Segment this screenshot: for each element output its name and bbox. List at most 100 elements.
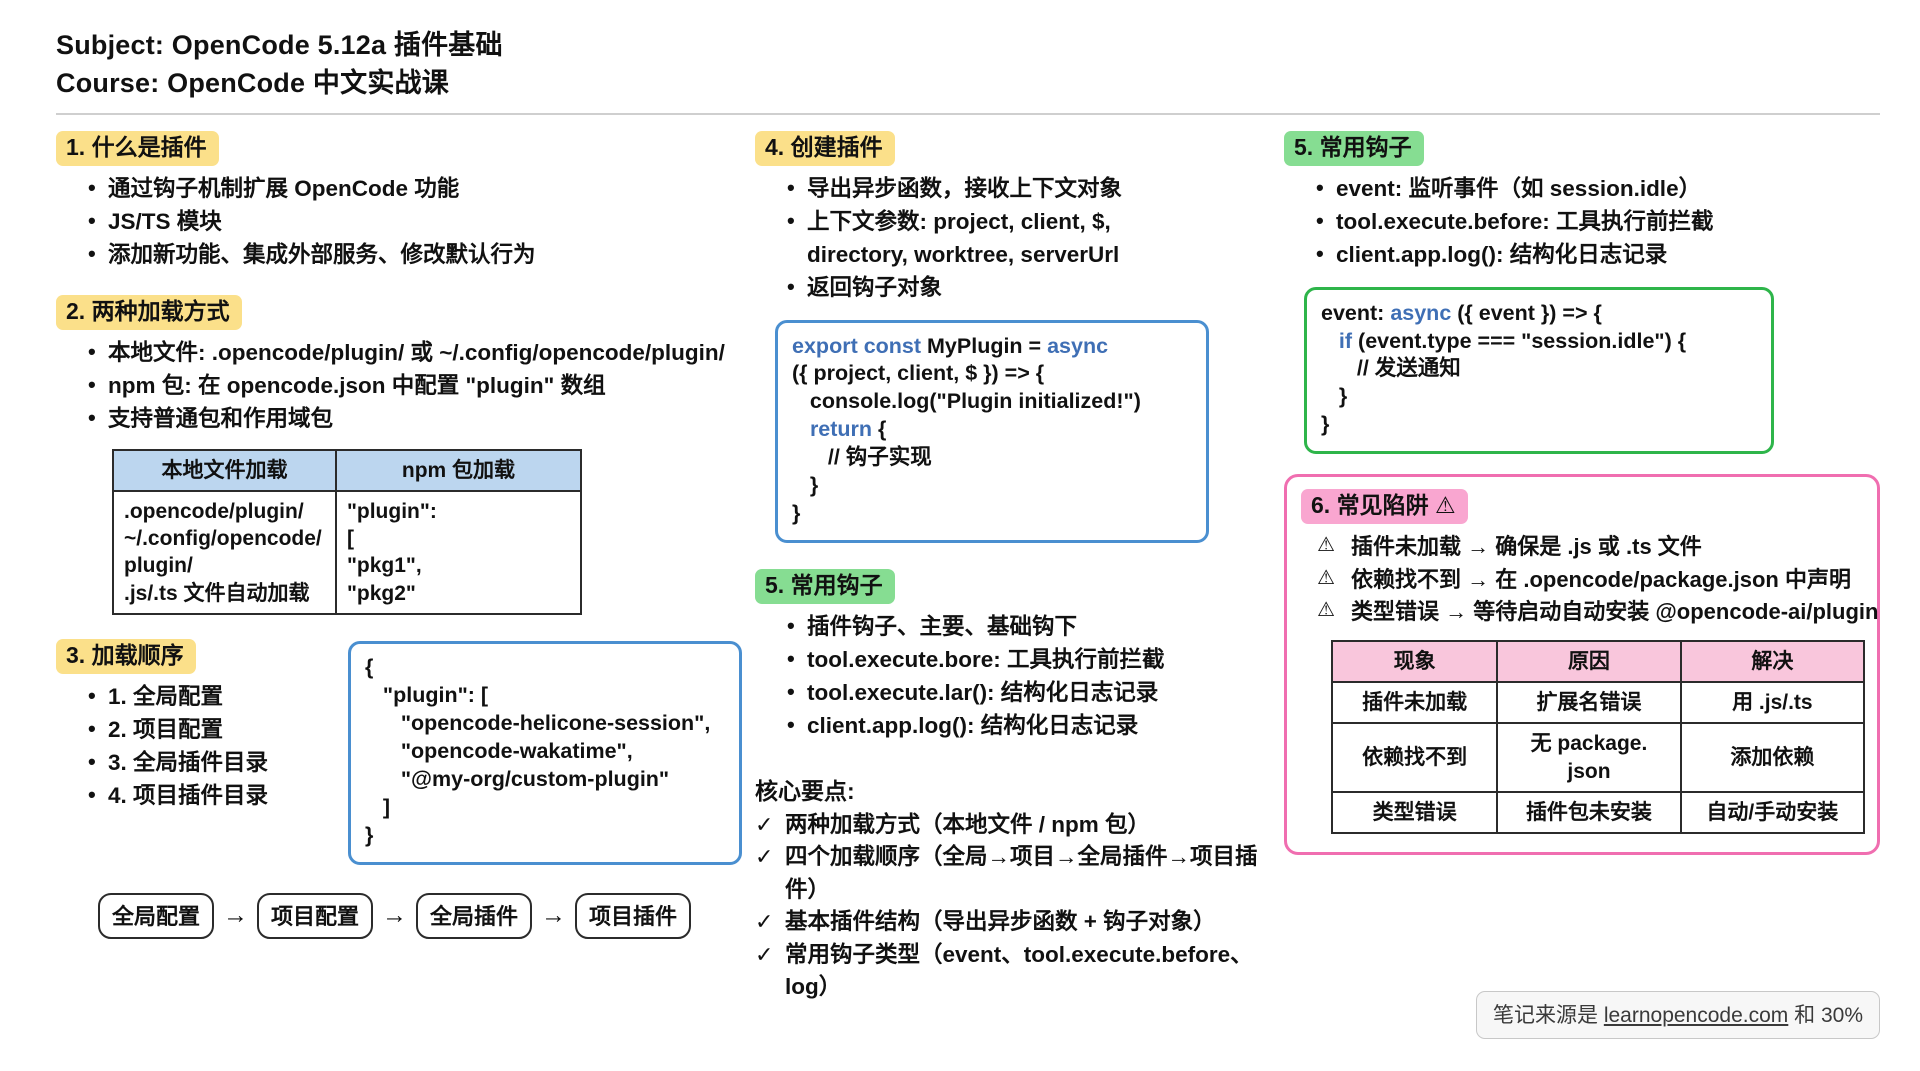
section-3-bullets: 1. 全局配置 2. 项目配置 3. 全局插件目录 4. 项目插件目录 bbox=[86, 680, 348, 812]
section-4: 4. 创建插件 导出异步函数，接收上下文对象 上下文参数: project, c… bbox=[755, 130, 1284, 544]
table-row: .opencode/plugin/ ~/.config/opencode/ pl… bbox=[112, 489, 583, 616]
list-item: 4. 项目插件目录 bbox=[86, 779, 348, 812]
table-cell: 无 package. json bbox=[1496, 722, 1682, 793]
flow-arrow-icon: → bbox=[541, 901, 567, 930]
key-points-title: 核心要点: bbox=[755, 777, 855, 804]
list-item: 常用钩子类型（event、tool.execute.before、log） bbox=[755, 939, 1284, 1004]
section-1: 1. 什么是插件 通过钩子机制扩展 OpenCode 功能 JS/TS 模块 添… bbox=[56, 130, 755, 271]
header-subject: Subject: OpenCode 5.12a 插件基础 bbox=[56, 30, 503, 60]
flow-node-project-plugin: 项目插件 bbox=[575, 892, 692, 939]
list-item: 3. 全局插件目录 bbox=[86, 746, 348, 779]
table-row: 插件未加载 扩展名错误 用 .js/.ts bbox=[1330, 681, 1866, 725]
header-divider bbox=[56, 112, 1880, 115]
code-keyword: return bbox=[809, 417, 879, 442]
table-cell: 添加依赖 bbox=[1679, 722, 1866, 793]
list-item: JS/TS 模块 bbox=[86, 205, 755, 238]
list-item: 上下文参数: project, client, $, bbox=[785, 205, 1284, 238]
table-header-row: 本地文件加载 npm 包加载 bbox=[112, 448, 583, 492]
warning-text: 类型错误 → 等待启动自动安装 @opencode-ai/plugin bbox=[1351, 598, 1879, 624]
list-item: 导出异步函数，接收上下文对象 bbox=[785, 172, 1284, 205]
section-6-title: 6. 常见陷阱 ⚠ bbox=[1301, 489, 1468, 525]
table-cell: 用 .js/.ts bbox=[1679, 681, 1866, 725]
code-keyword: if bbox=[1338, 328, 1353, 353]
warning-icon: ⚠ bbox=[1317, 566, 1335, 589]
code-keyword: async bbox=[1390, 300, 1452, 325]
list-item: event: 监听事件（如 session.idle） bbox=[1314, 172, 1880, 205]
table-header-cell: 原因 bbox=[1496, 639, 1682, 684]
column-right: 5. 常用钩子 event: 监听事件（如 session.idle） tool… bbox=[1284, 130, 1880, 1004]
warning-text: 插件未加载 → 确保是 .js 或 .ts 文件 bbox=[1351, 534, 1702, 560]
list-item: 1. 全局配置 bbox=[86, 680, 348, 713]
table-header-cell: 本地文件加载 bbox=[112, 448, 337, 492]
list-item: tool.execute.before: 工具执行前拦截 bbox=[1314, 205, 1880, 238]
header-course: Course: OpenCode 中文实战课 bbox=[56, 68, 449, 99]
loading-methods-table: 本地文件加载 npm 包加载 .opencode/plugin/ ~/.conf… bbox=[112, 448, 583, 616]
source-note-prefix: 笔记来源是 bbox=[1492, 1004, 1604, 1027]
section-5-right-bullets: event: 监听事件（如 session.idle） tool.execute… bbox=[1314, 172, 1880, 271]
table-cell: "plugin": [ "pkg1", "pkg2" bbox=[334, 489, 583, 616]
source-note: 笔记来源是 learnopencode.com 和 30% bbox=[1475, 991, 1880, 1039]
key-points: 核心要点: 两种加载方式（本地文件 / npm 包） 四个加载顺序（全局→项目→… bbox=[755, 772, 1284, 1003]
table-cell: .opencode/plugin/ ~/.config/opencode/ pl… bbox=[112, 489, 337, 616]
section-2-title: 2. 两种加载方式 bbox=[56, 294, 242, 330]
source-note-suffix: 和 30% bbox=[1788, 1004, 1863, 1027]
warning-icon: ⚠ bbox=[1317, 534, 1335, 557]
flow-node-project-config: 项目配置 bbox=[257, 892, 374, 939]
columns: 1. 什么是插件 通过钩子机制扩展 OpenCode 功能 JS/TS 模块 添… bbox=[56, 130, 1880, 1004]
section-1-title: 1. 什么是插件 bbox=[56, 130, 219, 166]
flow-node-global-config: 全局配置 bbox=[98, 892, 215, 939]
table-header-cell: npm 包加载 bbox=[334, 448, 583, 492]
list-item: 四个加载顺序（全局→项目→全局插件→项目插件） bbox=[755, 841, 1284, 906]
section-6-warnings: ⚠ 插件未加载 → 确保是 .js 或 .ts 文件 ⚠ 依赖找不到 → 在 .op… bbox=[1317, 531, 1878, 628]
list-item: ⚠ 依赖找不到 → 在 .opencode/package.json 中声明 bbox=[1317, 564, 1861, 596]
plugin-json-code-block: { "plugin": [ "opencode-helicone-session… bbox=[348, 641, 742, 865]
source-link[interactable]: learnopencode.com bbox=[1603, 1004, 1789, 1027]
list-item: npm 包: 在 opencode.json 中配置 "plugin" 数组 bbox=[86, 369, 755, 402]
flow-arrow-icon: → bbox=[223, 901, 249, 930]
list-item: 通过钩子机制扩展 OpenCode 功能 bbox=[86, 172, 755, 205]
load-order-flow: 全局配置 → 项目配置 → 全局插件 → 项目插件 bbox=[98, 892, 755, 939]
table-cell: 插件未加载 bbox=[1330, 681, 1499, 725]
table-row: 依赖找不到 无 package. json 添加依赖 bbox=[1330, 722, 1866, 793]
list-item-continuation: directory, worktree, serverUrl bbox=[807, 241, 1120, 267]
list-item: 本地文件: .opencode/plugin/ 或 ~/.config/open… bbox=[86, 336, 755, 369]
table-header-cell: 解决 bbox=[1679, 639, 1866, 684]
section-2: 2. 两种加载方式 本地文件: .opencode/plugin/ 或 ~/.c… bbox=[56, 294, 755, 616]
table-cell: 扩展名错误 bbox=[1496, 681, 1682, 725]
section-4-bullets: 导出异步函数，接收上下文对象 上下文参数: project, client, $… bbox=[785, 172, 1284, 304]
section-5-right: 5. 常用钩子 event: 监听事件（如 session.idle） tool… bbox=[1284, 130, 1880, 455]
code-keyword: export const bbox=[792, 333, 928, 358]
header: Subject: OpenCode 5.12a 插件基础 Course: Ope… bbox=[56, 26, 1880, 103]
section-3: 3. 加载顺序 1. 全局配置 2. 项目配置 3. 全局插件目录 4. 项目插… bbox=[56, 639, 755, 865]
list-item: 基本插件结构（导出异步函数 + 钩子对象） bbox=[755, 906, 1284, 938]
list-item: 返回钩子对象 bbox=[785, 271, 1284, 304]
column-left: 1. 什么是插件 通过钩子机制扩展 OpenCode 功能 JS/TS 模块 添… bbox=[56, 130, 755, 1004]
section-5-middle-bullets: 插件钩子、主要、基础钩下 tool.execute.bore: 工具执行前拦截 … bbox=[785, 610, 1284, 742]
table-cell: 插件包未安装 bbox=[1496, 790, 1682, 835]
create-plugin-code-block: export const MyPlugin = async ({ project… bbox=[775, 319, 1210, 544]
list-item: 两种加载方式（本地文件 / npm 包） bbox=[755, 809, 1284, 841]
warning-text: 依赖找不到 → 在 .opencode/package.json 中声明 bbox=[1351, 566, 1851, 592]
key-points-list: 两种加载方式（本地文件 / npm 包） 四个加载顺序（全局→项目→全局插件→项… bbox=[755, 809, 1284, 1003]
flow-node-global-plugin: 全局插件 bbox=[416, 892, 533, 939]
table-cell: 依赖找不到 bbox=[1330, 722, 1499, 793]
list-item: 2. 项目配置 bbox=[86, 713, 348, 746]
table-cell: 自动/手动安装 bbox=[1679, 790, 1866, 835]
table-header-row: 现象 原因 解决 bbox=[1330, 639, 1866, 684]
flow-arrow-icon: → bbox=[382, 901, 408, 930]
list-item: 插件钩子、主要、基础钩下 bbox=[785, 610, 1284, 643]
table-row: 类型错误 插件包未安装 自动/手动安装 bbox=[1330, 790, 1866, 835]
pitfalls-table: 现象 原因 解决 插件未加载 扩展名错误 用 .js/.ts 依赖找不到 无 p… bbox=[1330, 639, 1866, 835]
event-hook-code-block: event: async ({ event }) => { if (event.… bbox=[1304, 286, 1774, 455]
list-item: ⚠类型错误 → 等待启动自动安装 @opencode-ai/plugin bbox=[1317, 596, 1878, 628]
table-header-cell: 现象 bbox=[1330, 639, 1499, 684]
list-item: ⚠ 插件未加载 → 确保是 .js 或 .ts 文件 bbox=[1317, 531, 1861, 563]
section-2-bullets: 本地文件: .opencode/plugin/ 或 ~/.config/open… bbox=[86, 336, 755, 435]
section-6: 6. 常见陷阱 ⚠ ⚠ 插件未加载 → 确保是 .js 或 .ts 文件 ⚠ 依赖找… bbox=[1284, 474, 1880, 856]
list-item: client.app.log(): 结构化日志记录 bbox=[785, 709, 1284, 742]
section-4-title: 4. 创建插件 bbox=[755, 130, 895, 166]
table-cell: 类型错误 bbox=[1330, 790, 1499, 835]
section-5-middle-title: 5. 常用钩子 bbox=[755, 569, 895, 605]
list-item: 支持普通包和作用域包 bbox=[86, 402, 755, 435]
